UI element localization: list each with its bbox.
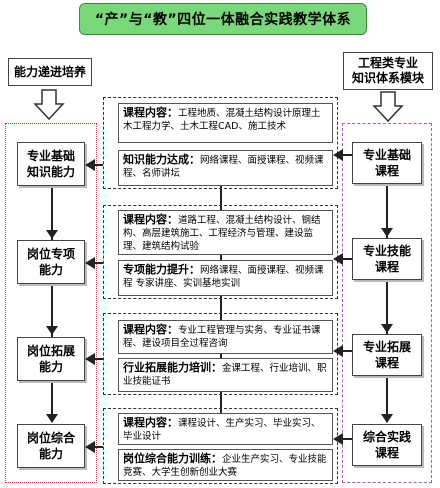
ability-content-2: 专项能力提升：网络课程、面授课程、视频课程 专家讲座、实训基地实训 — [118, 260, 333, 296]
group-frame-2 — [103, 205, 338, 299]
left-arrow-icon — [85, 441, 95, 453]
right-down-arrow-icon — [372, 91, 404, 123]
left-column-frame — [5, 123, 97, 483]
ability-content-3: 行业拓展能力培训：金课工程、行业培训、职业技能证书 — [118, 358, 333, 392]
left-arrow-icon — [85, 257, 95, 269]
course-label: 课程内容： — [123, 416, 178, 429]
right-column-frame — [342, 123, 432, 483]
connector-line — [90, 358, 103, 360]
diagram-title: “产”与“教”四位一体融合实践教学体系 — [79, 3, 367, 35]
middle-vertical-line — [220, 186, 222, 416]
ability-label: 岗位综合能力训练： — [123, 452, 222, 465]
left-header: 能力递进培养 — [8, 58, 92, 86]
ability-content-1: 知识能力达成：网络课程、面授课程、视频课程、名师讲坛 — [118, 150, 333, 186]
down-arrow-icon — [381, 324, 393, 333]
ability-text: 金课工程、行业培训、职业技能证书 — [123, 363, 327, 387]
connector-line — [90, 262, 103, 264]
right-header: 工程类专业 知识体系模块 — [343, 52, 433, 90]
ability-label: 专项能力提升： — [123, 263, 200, 276]
right-box-extension-course: 专业拓展 课程 — [352, 334, 422, 376]
course-label: 课程内容： — [123, 106, 178, 119]
connector-line — [340, 154, 352, 156]
left-box-foundation: 专业基础 知识能力 — [17, 142, 85, 186]
down-arrow-icon — [381, 228, 393, 237]
connector-line — [90, 446, 103, 448]
down-arrow-icon — [46, 230, 58, 239]
left-down-arrow-icon — [33, 89, 65, 121]
connector-line — [340, 258, 352, 260]
course-text: 课程设计、生产实习、毕业实习、毕业设计 — [123, 418, 321, 442]
left-arrow-icon — [85, 159, 95, 171]
right-box-skill-course: 专业技能 课程 — [352, 238, 422, 280]
right-vertical-line — [386, 186, 388, 422]
group-frame-3 — [103, 313, 338, 395]
ability-label: 知识能力达成： — [123, 153, 200, 166]
ability-text: 网络课程、面授课程、视频课程、名师讲坛 — [123, 155, 324, 179]
down-arrow-icon — [381, 414, 393, 423]
connector-line — [340, 438, 352, 440]
course-label: 课程内容： — [123, 213, 178, 226]
ability-text: 网络课程、面授课程、视频课程 专家讲座、实训基地实训 — [123, 265, 324, 289]
left-box-comprehensive: 岗位综合 能力 — [17, 424, 85, 468]
course-text: 专业工程管理与实务、专业证书课程、建设项目全过程咨询 — [123, 325, 321, 349]
group-frame-4 — [103, 408, 338, 484]
down-arrow-icon — [46, 326, 58, 335]
left-vertical-line — [51, 186, 53, 422]
course-content-1: 课程内容：工程地质、混凝土结构设计原理土木工程力学、土木工程CAD、施工技术 — [118, 103, 333, 143]
left-arrow-icon — [85, 353, 95, 365]
course-label: 课程内容： — [123, 323, 178, 336]
down-arrow-icon — [46, 414, 58, 423]
left-box-extension: 岗位拓展 能力 — [17, 337, 85, 381]
left-box-specialized: 岗位专项 能力 — [17, 240, 85, 284]
connector-line — [340, 350, 352, 352]
right-box-practice-course: 综合实践 课程 — [352, 424, 422, 466]
group-frame-1 — [103, 97, 338, 189]
ability-text: 企业生产实习、专业技能竞赛、大学生创新创业大赛 — [123, 454, 327, 478]
course-content-3: 课程内容：专业工程管理与实务、专业证书课程、建设项目全过程咨询 — [118, 320, 333, 354]
course-text: 道路工程、混凝土结构设计、钢结构、高层建筑施工、工程经济与管理、建设监理、建筑结… — [123, 215, 321, 252]
right-box-foundation-course: 专业基础 课程 — [352, 142, 422, 184]
left-arrow-icon — [333, 149, 343, 161]
ability-content-4: 岗位综合能力训练：企业生产实习、专业技能竞赛、大学生创新创业大赛 — [118, 449, 333, 481]
course-content-4: 课程内容：课程设计、生产实习、毕业实习、毕业设计 — [118, 413, 333, 445]
left-arrow-icon — [333, 253, 343, 265]
course-content-2: 课程内容：道路工程、混凝土结构设计、钢结构、高层建筑施工、工程经济与管理、建设监… — [118, 210, 333, 255]
connector-line — [90, 164, 103, 166]
left-arrow-icon — [333, 433, 343, 445]
ability-label: 行业拓展能力培训： — [123, 361, 222, 374]
left-arrow-icon — [333, 345, 343, 357]
course-text: 工程地质、混凝土结构设计原理土木工程力学、土木工程CAD、施工技术 — [123, 108, 321, 132]
